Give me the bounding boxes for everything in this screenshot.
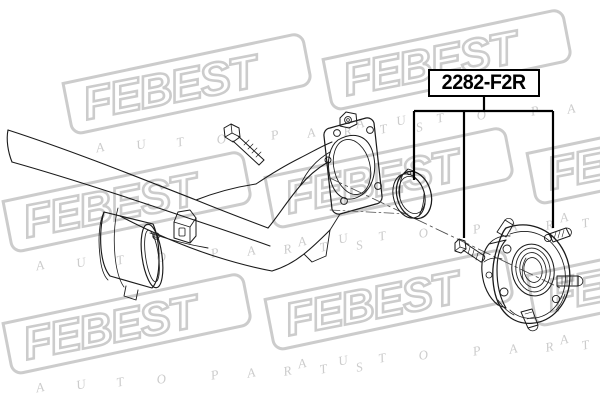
hub-stud-bolt bbox=[454, 238, 486, 263]
bracket-clip bbox=[173, 209, 197, 244]
mount-bolt bbox=[223, 123, 265, 166]
wheel-stud bbox=[496, 217, 514, 238]
part-number-label: 2282-F2R bbox=[428, 69, 540, 97]
part-number-text: 2282-F2R bbox=[441, 71, 527, 94]
wheel-stud bbox=[520, 308, 539, 332]
assembly-center-axis bbox=[329, 177, 561, 289]
wheel-stud bbox=[548, 227, 572, 243]
axle-bushing bbox=[98, 207, 164, 301]
wheel-hub-bearing bbox=[481, 217, 584, 332]
oil-seal-ring bbox=[392, 168, 433, 220]
axle-housing bbox=[255, 111, 383, 272]
wheel-stud bbox=[556, 275, 584, 287]
